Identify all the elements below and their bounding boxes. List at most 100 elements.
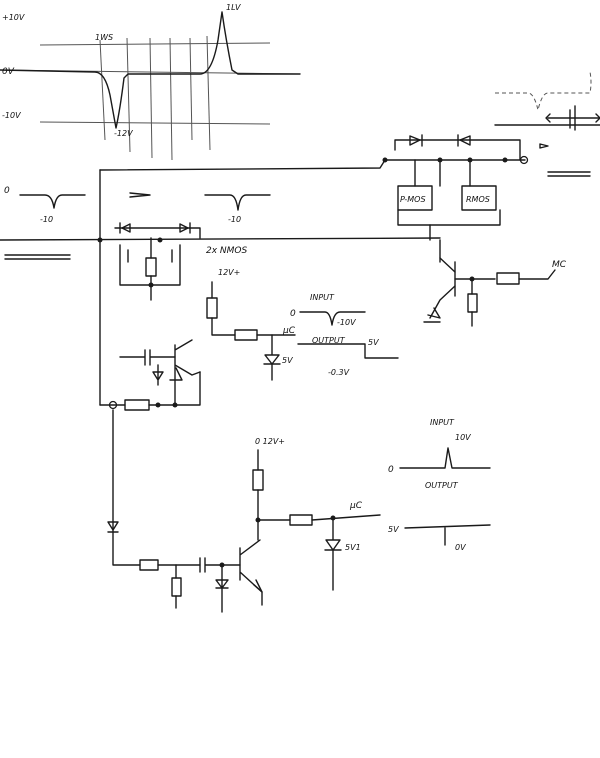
bus-pulses: 0 -10 -10: [4, 186, 271, 224]
node-dot: [219, 562, 225, 568]
diode-symbol: [459, 135, 471, 146]
diode-symbol: [121, 223, 131, 233]
label-zero-left: 0: [4, 186, 10, 196]
low-input-zero: 0: [388, 465, 394, 475]
label-dip: 1WS: [95, 33, 113, 42]
node-dot: [148, 282, 154, 288]
timing-stroke: [206, 35, 211, 151]
node-dot: [469, 276, 475, 282]
collector-wire: [211, 317, 236, 336]
output-arrow: [547, 171, 591, 177]
rail-diode: [107, 521, 119, 533]
rmos-label: RMOS: [466, 195, 490, 204]
node-dot: [255, 517, 261, 523]
mid-diode-b: [169, 367, 183, 381]
mid-output-low: -0.3V: [328, 368, 350, 377]
zener-label-low: 5V1: [345, 543, 361, 552]
low-input-level: 10V: [455, 433, 471, 442]
flow-arrow: [129, 192, 151, 198]
mc-label: MC: [552, 260, 567, 270]
node-dot: [382, 157, 388, 163]
nmos-frame: [119, 244, 181, 286]
node-dot: [172, 402, 178, 408]
low-collector-wire: [257, 489, 291, 541]
arrow-right-head: [595, 113, 600, 123]
output-arrowhead: [539, 143, 549, 149]
label-plus-ten: +10V: [2, 13, 25, 22]
rail-terminal: [108, 400, 118, 410]
pmos-bottom: [397, 209, 501, 226]
pmos-label: P-MOS: [400, 195, 426, 204]
label-minus-ten-left: -10: [40, 215, 53, 224]
lower-rail: [112, 409, 141, 566]
uc-label-mid: µC: [282, 326, 296, 336]
lower-stage: 0 12V+ µC 5V1 INPUT 10V 0 OUTPUT 5V 0V: [107, 409, 491, 613]
label-minus-twelve: -12V: [114, 129, 133, 138]
transistor-legs: [429, 257, 456, 319]
node-dot: [97, 237, 103, 243]
node-dot: [330, 515, 336, 521]
mid-output-title: OUTPUT: [312, 336, 346, 345]
plus-ten-line: [39, 42, 271, 46]
label-minus-ten-mid: -10: [228, 215, 241, 224]
series-resistor: [234, 329, 258, 341]
low-supply-resistor: [252, 469, 264, 491]
low-output-low: 0V: [455, 543, 466, 552]
mid-input-level: -10V: [337, 318, 356, 327]
scope-trace: +10V 0V -10V 1LV 1WS -12V: [0, 3, 301, 161]
arrow-left-head: [545, 113, 551, 123]
mid-output-level: 5V: [368, 338, 379, 347]
node-dot: [155, 402, 161, 408]
output-terminal: [519, 155, 529, 165]
emitter-arrow: [427, 307, 441, 319]
right-stage: MC: [423, 239, 567, 327]
pulldown-resistor: [467, 293, 478, 313]
pulse-mid: [204, 194, 271, 211]
node-dot: [437, 157, 443, 163]
mid-diode-a: [152, 364, 164, 386]
top-bus: P-MOS RMOS: [0, 134, 591, 406]
pmos-legs: [414, 159, 471, 187]
transistor-mid: [174, 339, 201, 406]
minus-ten-line: [39, 121, 271, 125]
detail-sketch: [494, 71, 600, 131]
rail-return: [148, 371, 201, 406]
supply-resistor: [206, 297, 218, 319]
low-zener: [324, 517, 342, 591]
mid-input-sketch: [299, 311, 366, 326]
nmos-label: 2x NMOS: [206, 246, 247, 256]
low-input-sketch: [399, 447, 491, 469]
zener-diode: [263, 334, 281, 381]
lower-diode: [215, 564, 229, 613]
label-peak: 1LV: [226, 3, 241, 12]
low-output-level: 5V: [388, 525, 399, 534]
rmos-box: [461, 185, 497, 211]
nmos-block: 2x NMOS: [97, 222, 247, 301]
low-input-title: INPUT: [430, 418, 455, 427]
lower-input-resistor: [139, 559, 159, 571]
mid-input-zero: 0: [290, 309, 296, 319]
dashed-pulse: [495, 71, 592, 111]
node-dot: [467, 157, 473, 163]
low-supply-label: 0 12V+: [255, 437, 285, 446]
uc-label-low: µC: [349, 501, 363, 511]
top-wire: [99, 159, 526, 171]
timing-stroke: [149, 37, 153, 159]
mid-wire: [0, 237, 441, 241]
node-dot: [502, 157, 508, 163]
timing-stroke: [126, 37, 131, 153]
diode-symbol: [179, 223, 189, 233]
low-output-title: OUTPUT: [425, 481, 459, 490]
nmos-diode-wire: [114, 227, 201, 239]
middle-stage: 12V+ µC 5V INPUT 0 -10V OUTPUT 5V -0.3V: [99, 268, 399, 411]
coupling-capacitor: [119, 349, 176, 366]
rail-resistor: [124, 399, 150, 411]
input-arrow: [4, 254, 71, 260]
low-output-sketch: [404, 524, 491, 546]
nmos-resistor: [145, 257, 157, 277]
lower-pulldown: [171, 577, 182, 597]
diode-symbol: [409, 135, 421, 146]
label-minus-ten: -10V: [2, 111, 21, 120]
mid-output-sketch: [297, 343, 399, 359]
